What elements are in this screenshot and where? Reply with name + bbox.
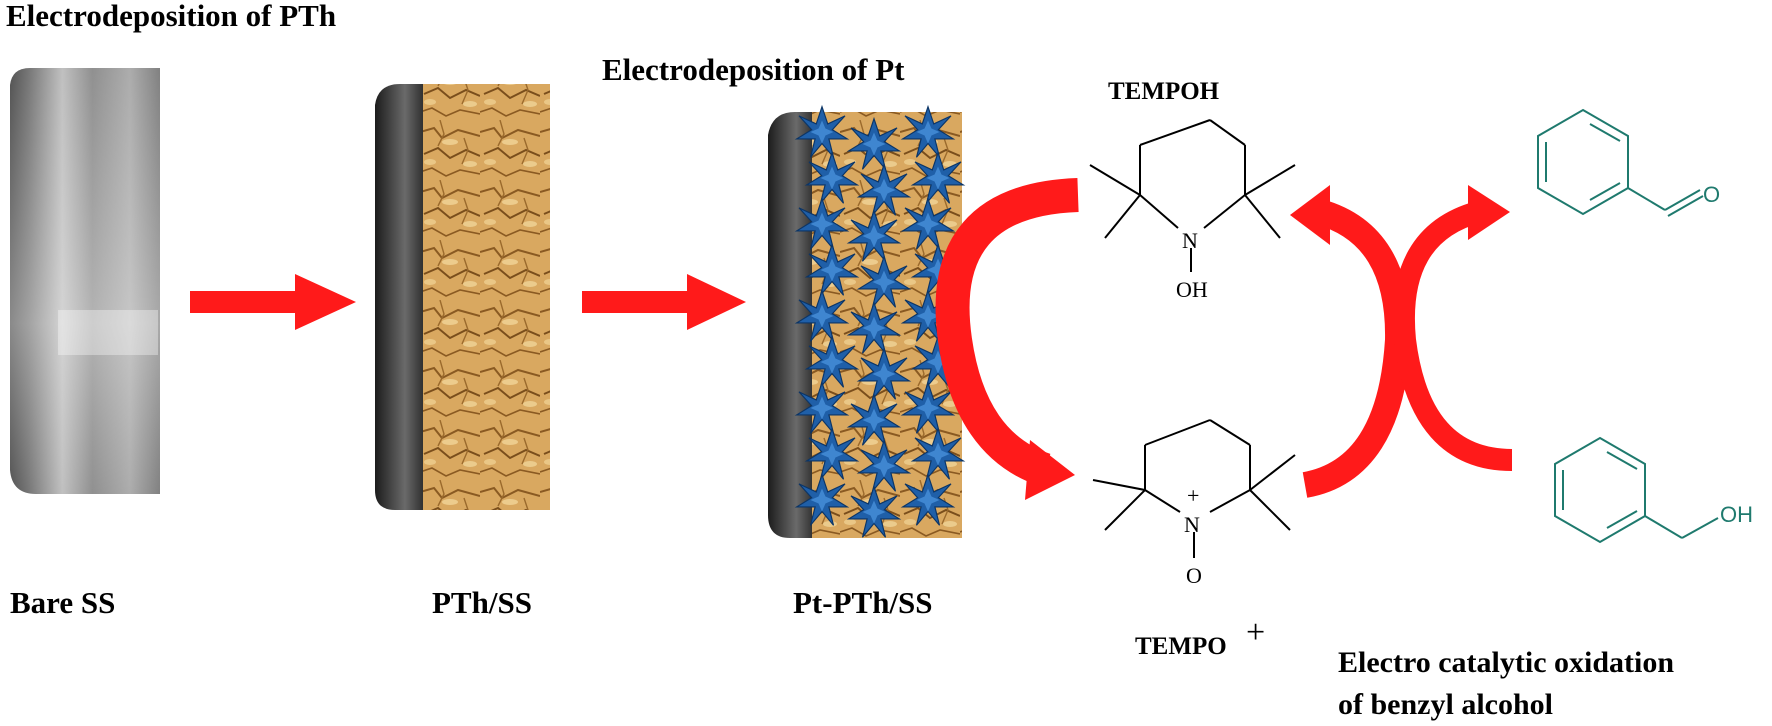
benzaldehyde-o-atom: O bbox=[1703, 182, 1720, 207]
cycle-arrow-right-oxidation bbox=[1393, 185, 1513, 471]
tempo-plus-n-atom: N bbox=[1184, 512, 1200, 537]
tempo-plus-label: TEMPO bbox=[1135, 633, 1227, 660]
caption-line-2: of benzyl alcohol bbox=[1338, 688, 1553, 721]
tempo-plus-n-charge: + bbox=[1187, 483, 1199, 508]
pth-ss-electrode bbox=[375, 84, 550, 510]
benzaldehyde-structure bbox=[1537, 108, 1704, 217]
bare-ss-electrode bbox=[10, 68, 160, 494]
pt-pth-ss-electrode bbox=[768, 106, 964, 538]
tempoh-structure bbox=[1089, 119, 1296, 272]
electrode-label-bare-ss: Bare SS bbox=[10, 585, 116, 620]
step-arrow-2 bbox=[582, 274, 746, 330]
process-caption: Electro catalytic oxidation of benzyl al… bbox=[1338, 642, 1674, 726]
tempoh-n-atom: N bbox=[1182, 228, 1198, 253]
caption-line-1: Electro catalytic oxidation bbox=[1338, 646, 1675, 679]
tempo-plus-o-atom: O bbox=[1186, 563, 1202, 588]
step-arrow-1 bbox=[190, 274, 356, 330]
step-title-pt-deposition: Electrodeposition of Pt bbox=[602, 52, 905, 87]
cycle-arrow-left bbox=[935, 178, 1079, 500]
tempo-plus-structure bbox=[1092, 419, 1296, 558]
benzyl-alcohol-oh-group: OH bbox=[1720, 502, 1753, 527]
electrode-label-pth-ss: PTh/SS bbox=[432, 585, 532, 620]
tempo-plus-charge: + bbox=[1246, 614, 1266, 651]
tempoh-oh-group: OH bbox=[1176, 277, 1208, 302]
step-title-pth-deposition: Electrodeposition of PTh bbox=[6, 0, 337, 33]
cycle-arrow-right-regeneration bbox=[1290, 185, 1412, 498]
benzyl-alcohol-structure bbox=[1554, 436, 1719, 544]
electrode-label-pt-pth-ss: Pt-PTh/SS bbox=[793, 585, 933, 620]
tempoh-label: TEMPOH bbox=[1108, 78, 1220, 105]
